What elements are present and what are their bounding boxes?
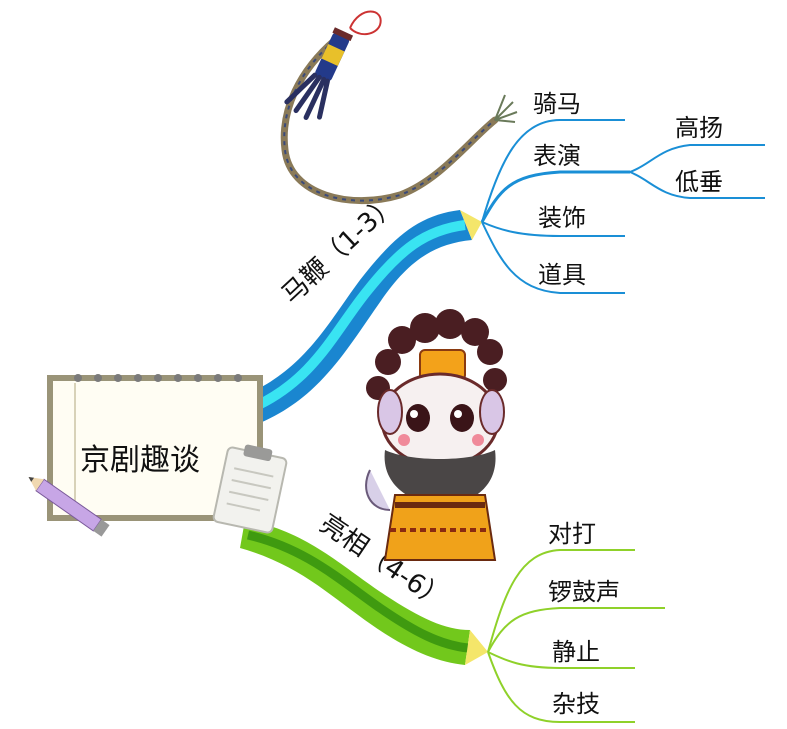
clipboard-icon [212,444,288,534]
center-topic[interactable]: 京剧趣谈 [80,443,200,478]
node-qima[interactable]: 骑马 [533,90,581,118]
liangxiang-connectors [487,549,665,723]
node-gaoyang[interactable]: 高扬 [675,114,723,142]
node-daoju[interactable]: 道具 [538,261,586,289]
mabian-connectors [480,119,765,294]
node-biaoyan[interactable]: 表演 [533,142,581,170]
node-jingzhi[interactable]: 静止 [552,638,600,666]
branch-liangxiang [240,520,488,665]
node-luogusheng[interactable]: 锣鼓声 [548,578,620,606]
branch-mabian [245,210,482,425]
node-dichui[interactable]: 低垂 [675,168,723,196]
node-zhuangshi[interactable]: 装饰 [538,204,586,232]
horsewhip-icon [280,10,518,205]
node-duida[interactable]: 对打 [548,520,596,548]
pencil-icon [28,476,110,537]
node-zaji[interactable]: 杂技 [552,690,600,718]
opera-mascot-icon [365,309,507,561]
